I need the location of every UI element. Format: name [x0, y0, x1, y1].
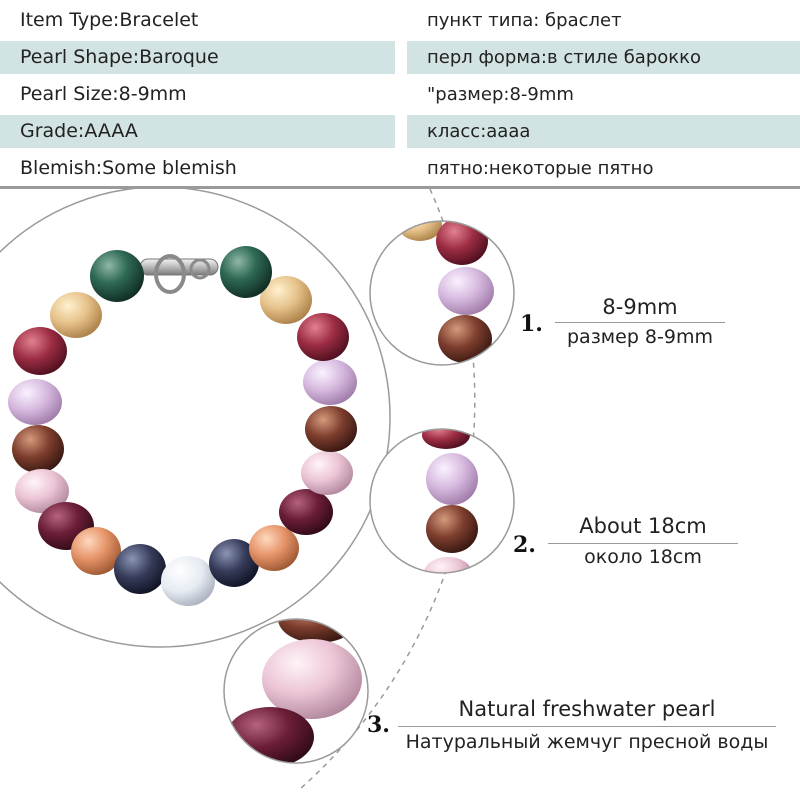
callout-subtitle-3: Натуральный жемчуг пресной воды [405, 731, 769, 753]
callout-subtitle-1: размер 8-9mm [567, 326, 713, 348]
spec-ru-blemish: пятно:некоторые пятно [427, 158, 654, 179]
callout-divider-1 [555, 322, 725, 323]
callout-subtitle-2: около 18cm [584, 546, 702, 568]
callout-circle-3 [223, 618, 369, 764]
spec-row-item-type: Item Type:Bracelet пункт типа: браслет [0, 2, 800, 39]
callout-title-3: Natural freshwater pearl [458, 697, 716, 721]
spec-row-pearl-shape: Pearl Shape:Baroque перл форма:в стиле б… [0, 39, 800, 76]
product-scene: 1. 8-9mm размер 8-9mm 2. About 18cm окол… [0, 186, 800, 800]
spec-ru-pearl-size: "размер:8-9mm [427, 84, 574, 105]
table-divider [0, 186, 800, 189]
callout-number-2: 2. [513, 532, 536, 558]
spec-ru-grade: класс:аааа [407, 115, 800, 148]
bracelet-pearls [8, 246, 357, 606]
callout-circle-2 [369, 428, 515, 574]
callout-zoom-natural [224, 619, 368, 763]
callout-zoom-size [370, 221, 514, 365]
clasp-icon [139, 254, 219, 294]
spec-row-grade: Grade:AAAA класс:аааа [0, 113, 800, 150]
spec-en-item-type: Item Type:Bracelet [20, 9, 199, 31]
specification-table: Item Type:Bracelet пункт типа: браслет P… [0, 0, 800, 186]
spec-en-grade: Grade:AAAA [0, 115, 395, 148]
spec-ru-pearl-shape: перл форма:в стиле барокко [407, 41, 800, 74]
callout-number-3: 3. [367, 712, 390, 738]
spec-row-blemish: Blemish:Some blemish пятно:некоторые пят… [0, 150, 800, 187]
callout-title-2: About 18cm [579, 514, 707, 538]
callout-divider-3 [398, 726, 776, 727]
spec-row-pearl-size: Pearl Size:8-9mm "размер:8-9mm [0, 76, 800, 113]
spec-en-pearl-shape: Pearl Shape:Baroque [0, 41, 395, 74]
callout-divider-2 [548, 543, 738, 544]
callout-title-1: 8-9mm [602, 295, 678, 319]
callout-circle-1 [369, 220, 515, 366]
callout-zoom-length [370, 429, 514, 573]
spec-en-pearl-size: Pearl Size:8-9mm [20, 83, 187, 105]
product-illustration [0, 186, 515, 790]
callout-number-1: 1. [520, 311, 543, 337]
spec-en-blemish: Blemish:Some blemish [20, 157, 237, 179]
spec-ru-item-type: пункт типа: браслет [427, 10, 622, 31]
